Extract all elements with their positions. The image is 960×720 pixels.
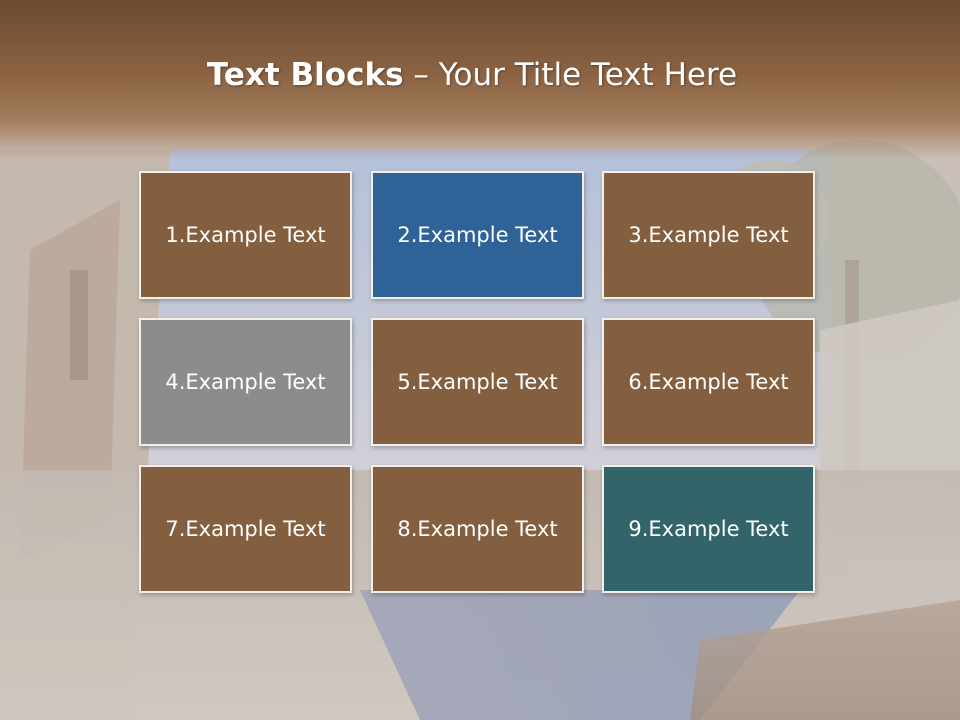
text-block-5[interactable]: 5.Example Text — [371, 318, 584, 446]
text-block-label: 9.Example Text — [628, 517, 789, 541]
header-band — [0, 0, 960, 160]
text-block-7[interactable]: 7.Example Text — [139, 465, 352, 593]
slide-title: Text Blocks – Your Title Text Here — [0, 52, 944, 98]
text-block-label: 5.Example Text — [397, 370, 558, 394]
title-rest: Your Title Text Here — [438, 57, 738, 93]
text-block-9[interactable]: 9.Example Text — [602, 465, 815, 593]
text-block-label: 7.Example Text — [165, 517, 326, 541]
text-block-2[interactable]: 2.Example Text — [371, 171, 584, 299]
text-block-3[interactable]: 3.Example Text — [602, 171, 815, 299]
text-block-1[interactable]: 1.Example Text — [139, 171, 352, 299]
text-block-label: 2.Example Text — [397, 223, 558, 247]
text-block-label: 6.Example Text — [628, 370, 789, 394]
text-block-label: 4.Example Text — [165, 370, 326, 394]
text-block-8[interactable]: 8.Example Text — [371, 465, 584, 593]
text-block-label: 8.Example Text — [397, 517, 558, 541]
text-block-label: 1.Example Text — [165, 223, 326, 247]
text-block-label: 3.Example Text — [628, 223, 789, 247]
title-bold: Text Blocks — [206, 57, 404, 93]
text-block-4[interactable]: 4.Example Text — [139, 318, 352, 446]
title-dash: – — [413, 57, 429, 93]
text-block-6[interactable]: 6.Example Text — [602, 318, 815, 446]
